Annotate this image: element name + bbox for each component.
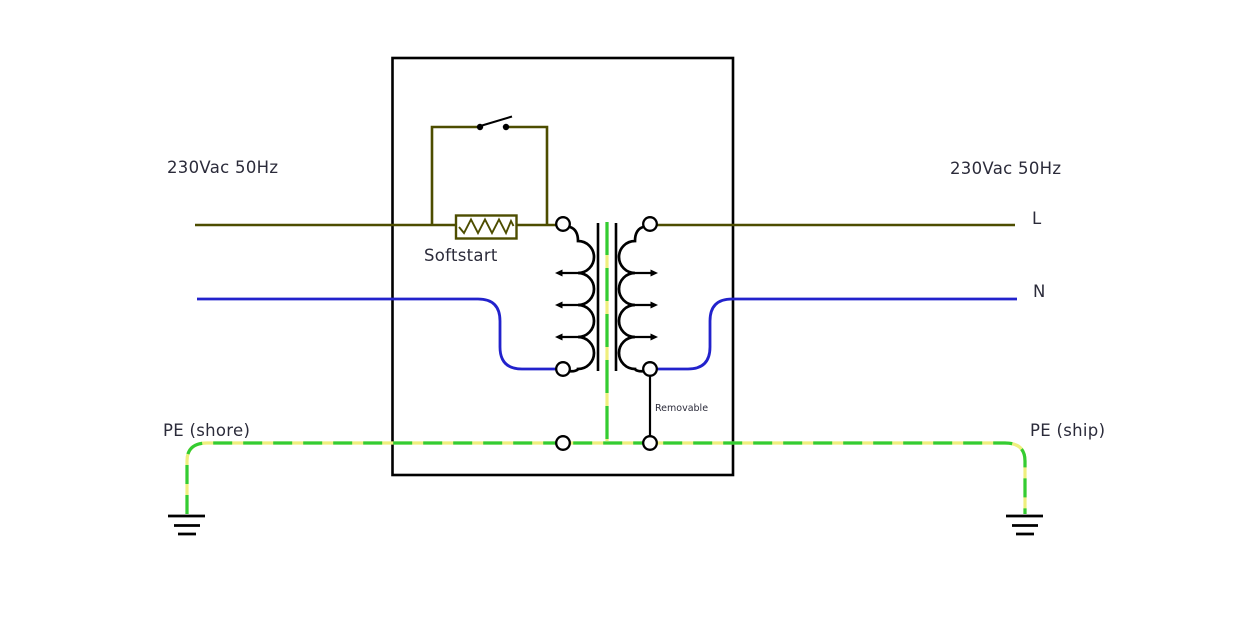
pe-bus-green bbox=[185, 441, 1027, 514]
neutral-wire-ship-segment bbox=[656, 297, 1017, 371]
terminal-secondary-n bbox=[642, 361, 658, 377]
pe-green-dashes bbox=[185, 222, 1027, 514]
line-wire-group bbox=[195, 125, 1015, 227]
ground-symbol-shore bbox=[168, 514, 205, 536]
terminal-group bbox=[555, 216, 658, 451]
removable-label: Removable bbox=[655, 403, 708, 414]
primary-tap-arrow bbox=[555, 301, 563, 309]
softstart-bypass-loop-wire bbox=[430, 125, 549, 225]
pe-ship-label: PE (ship) bbox=[1030, 421, 1105, 440]
neutral-wire-shore-segment bbox=[197, 297, 556, 371]
terminal-pe-shore bbox=[555, 435, 571, 451]
transformer-core bbox=[596, 223, 618, 371]
primary-winding bbox=[555, 225, 596, 373]
terminal-primary-n bbox=[555, 361, 571, 377]
source-voltage-label-shore: 230Vac 50Hz bbox=[167, 158, 278, 177]
ground-symbol-ship bbox=[1006, 514, 1043, 536]
neutral-wire-group bbox=[197, 297, 1017, 371]
neutral-label: N bbox=[1033, 282, 1046, 301]
switch-contact-left bbox=[476, 123, 484, 131]
terminal-primary-l bbox=[555, 216, 571, 232]
enclosure-box bbox=[391, 56, 735, 477]
label-group: 230Vac 50Hz 230Vac 50Hz Softstart L N PE… bbox=[163, 158, 1105, 440]
resistor-zigzag bbox=[458, 217, 515, 236]
pe-shore-label: PE (shore) bbox=[163, 421, 250, 440]
secondary-tap-arrow bbox=[650, 269, 658, 277]
primary-winding-coil bbox=[568, 225, 596, 373]
secondary-winding bbox=[617, 225, 658, 373]
terminal-secondary-l bbox=[642, 216, 658, 232]
softstart-resistor bbox=[454, 214, 518, 240]
primary-tap-arrow bbox=[555, 333, 563, 341]
secondary-winding-coil bbox=[617, 225, 645, 373]
terminal-pe-ship bbox=[642, 435, 658, 451]
secondary-tap-arrow bbox=[650, 333, 658, 341]
pe-bus-yellow bbox=[185, 441, 1027, 514]
softstart-label: Softstart bbox=[424, 246, 498, 265]
transformer bbox=[555, 223, 658, 373]
primary-tap-arrow bbox=[555, 269, 563, 277]
line-label: L bbox=[1032, 209, 1042, 228]
bypass-switch bbox=[476, 115, 513, 131]
source-voltage-label-ship: 230Vac 50Hz bbox=[950, 159, 1061, 178]
switch-contact-right bbox=[502, 123, 510, 131]
pe-wire-group bbox=[185, 222, 1027, 514]
resistor-body bbox=[454, 214, 518, 240]
secondary-tap-arrow bbox=[650, 301, 658, 309]
switch-blade bbox=[481, 115, 513, 127]
